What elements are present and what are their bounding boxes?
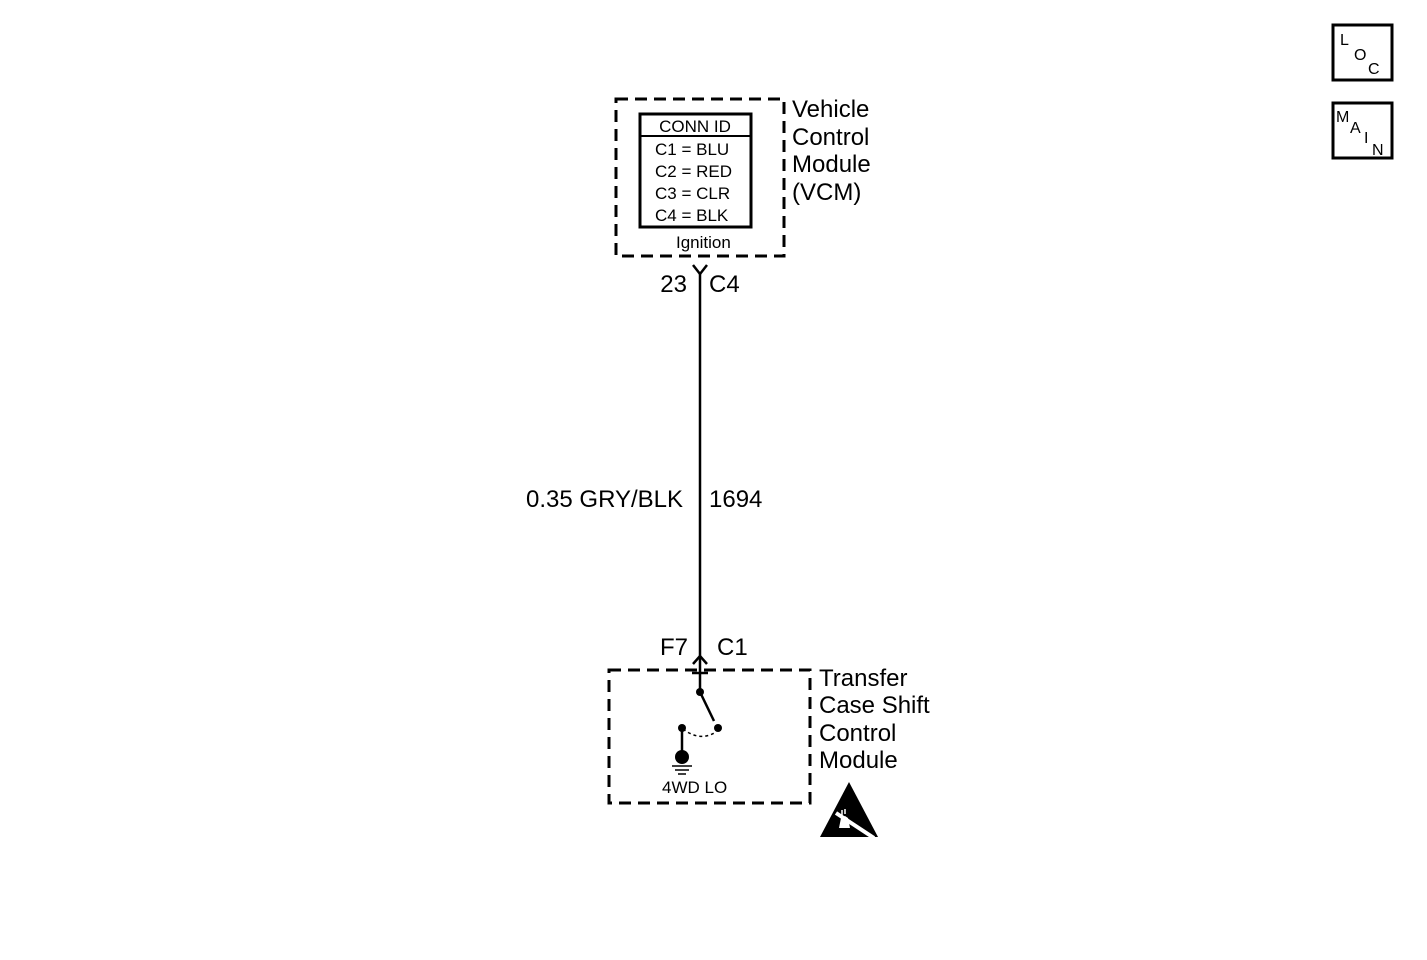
vcm-name-line-2: Control [792,124,869,151]
conn-id-row-c4: C4 = BLK [655,206,729,225]
ground-icon [672,724,692,775]
vcm-name: Vehicle Control Module (VCM) [792,96,871,206]
loc-letter-o: O [1354,47,1366,64]
main-button[interactable]: M A I N [1331,101,1394,160]
main-letter-a: A [1350,120,1361,137]
wire-gauge-color: 0.35 GRY/BLK [526,486,683,513]
vcm-name-line-4: (VCM) [792,179,861,206]
tcscm-pin-number: F7 [660,634,688,661]
conn-id-header: CONN ID [659,117,731,136]
tcscm-connector: F7 C1 [660,634,748,690]
vcm-name-line-3: Module [792,151,871,178]
loc-letter-l: L [1340,32,1349,49]
vcm-name-line-1: Vehicle [792,96,869,123]
vcm-module: CONN ID C1 = BLU C2 = RED C3 = CLR C4 = … [614,96,871,258]
main-letter-m: M [1336,109,1349,126]
tcscm-name-line-2: Case Shift [819,692,930,719]
switch-label: 4WD LO [662,778,727,797]
tcscm-name-line-3: Control [819,720,896,747]
conn-id-table: CONN ID C1 = BLU C2 = RED C3 = CLR C4 = … [638,112,753,229]
main-letter-i: I [1364,130,1368,147]
tcscm-name: Transfer Case Shift Control Module [819,665,930,774]
main-letter-n: N [1372,142,1384,159]
tcscm-name-line-1: Transfer [819,665,907,692]
vcm-dashed-outline [614,97,786,258]
conn-id-row-c3: C3 = CLR [655,184,730,203]
conn-id-row-c2: C2 = RED [655,162,732,181]
vcm-ignition-label: Ignition [676,233,731,252]
tcscm-name-line-4: Module [819,747,898,774]
tcscm-connector-id: C1 [717,634,748,661]
conn-id-row-c1: C1 = BLU [655,140,729,159]
vcm-connector-id: C4 [709,271,740,298]
esd-warning-icon [820,782,878,840]
switch-icon [682,688,722,738]
male-terminal-icon [692,654,708,665]
loc-button[interactable]: L O C [1331,23,1394,82]
circuit-wire: 0.35 GRY/BLK 1694 [526,272,762,664]
vcm-connector: 23 C4 [660,264,740,298]
tcscm-module: 4WD LO Transfer Case Shift Control Modul… [607,665,930,805]
vcm-pin-number: 23 [660,271,687,298]
tcscm-dashed-outline [607,668,812,805]
loc-letter-c: C [1368,61,1380,78]
wire-circuit-number: 1694 [709,486,762,513]
